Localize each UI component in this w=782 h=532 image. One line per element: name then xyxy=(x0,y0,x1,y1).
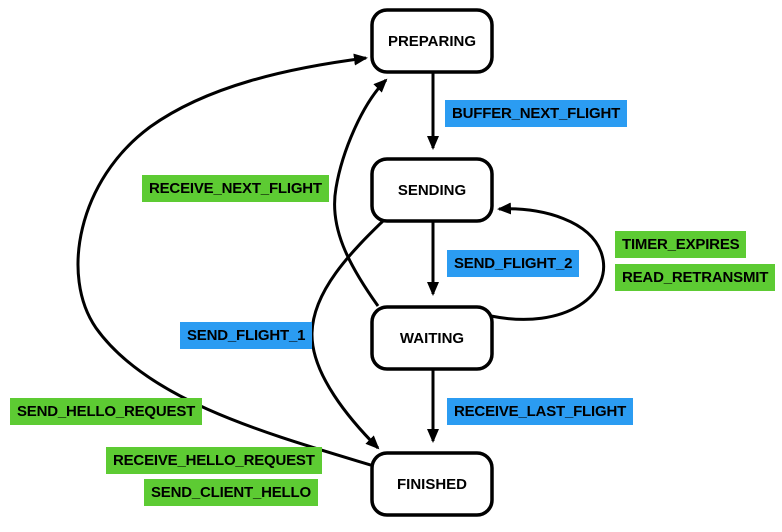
transition-label-send-flight-2: SEND_FLIGHT_2 xyxy=(447,250,580,277)
transition-waiting-to-sending-loop xyxy=(490,202,606,321)
transition-label-buffer-next-flight: BUFFER_NEXT_FLIGHT xyxy=(445,100,628,127)
state-label-finished: FINISHED xyxy=(397,476,467,493)
transition-finished-to-preparing xyxy=(76,53,375,468)
state-label-sending: SENDING xyxy=(398,182,466,199)
state-node-sending xyxy=(370,157,494,223)
state-node-waiting xyxy=(370,305,494,371)
state-finished: FINISHED xyxy=(370,451,494,517)
transition-label-send-hello-request: SEND_HELLO_REQUEST xyxy=(10,398,203,425)
state-node-finished xyxy=(370,451,494,517)
transition-label-receive-hello-request: RECEIVE_HELLO_REQUEST xyxy=(106,447,322,474)
state-preparing: PREPARING xyxy=(370,8,494,74)
transition-label-timer-expires: TIMER_EXPIRES xyxy=(615,231,747,258)
transition-label-send-client-hello: SEND_CLIENT_HELLO xyxy=(144,479,318,506)
state-node-preparing xyxy=(370,8,494,74)
state-label-preparing: PREPARING xyxy=(388,33,476,50)
state-waiting: WAITING xyxy=(370,305,494,371)
transition-label-send-flight-1: SEND_FLIGHT_1 xyxy=(180,322,313,349)
transition-label-receive-next-flight: RECEIVE_NEXT_FLIGHT xyxy=(142,175,329,202)
transition-label-receive-last-flight: RECEIVE_LAST_FLIGHT xyxy=(447,398,634,425)
state-sending: SENDING xyxy=(370,157,494,223)
state-label-waiting: WAITING xyxy=(400,330,464,347)
transition-waiting-to-preparing xyxy=(333,78,388,307)
transition-label-read-retransmit: READ_RETRANSMIT xyxy=(615,264,776,291)
